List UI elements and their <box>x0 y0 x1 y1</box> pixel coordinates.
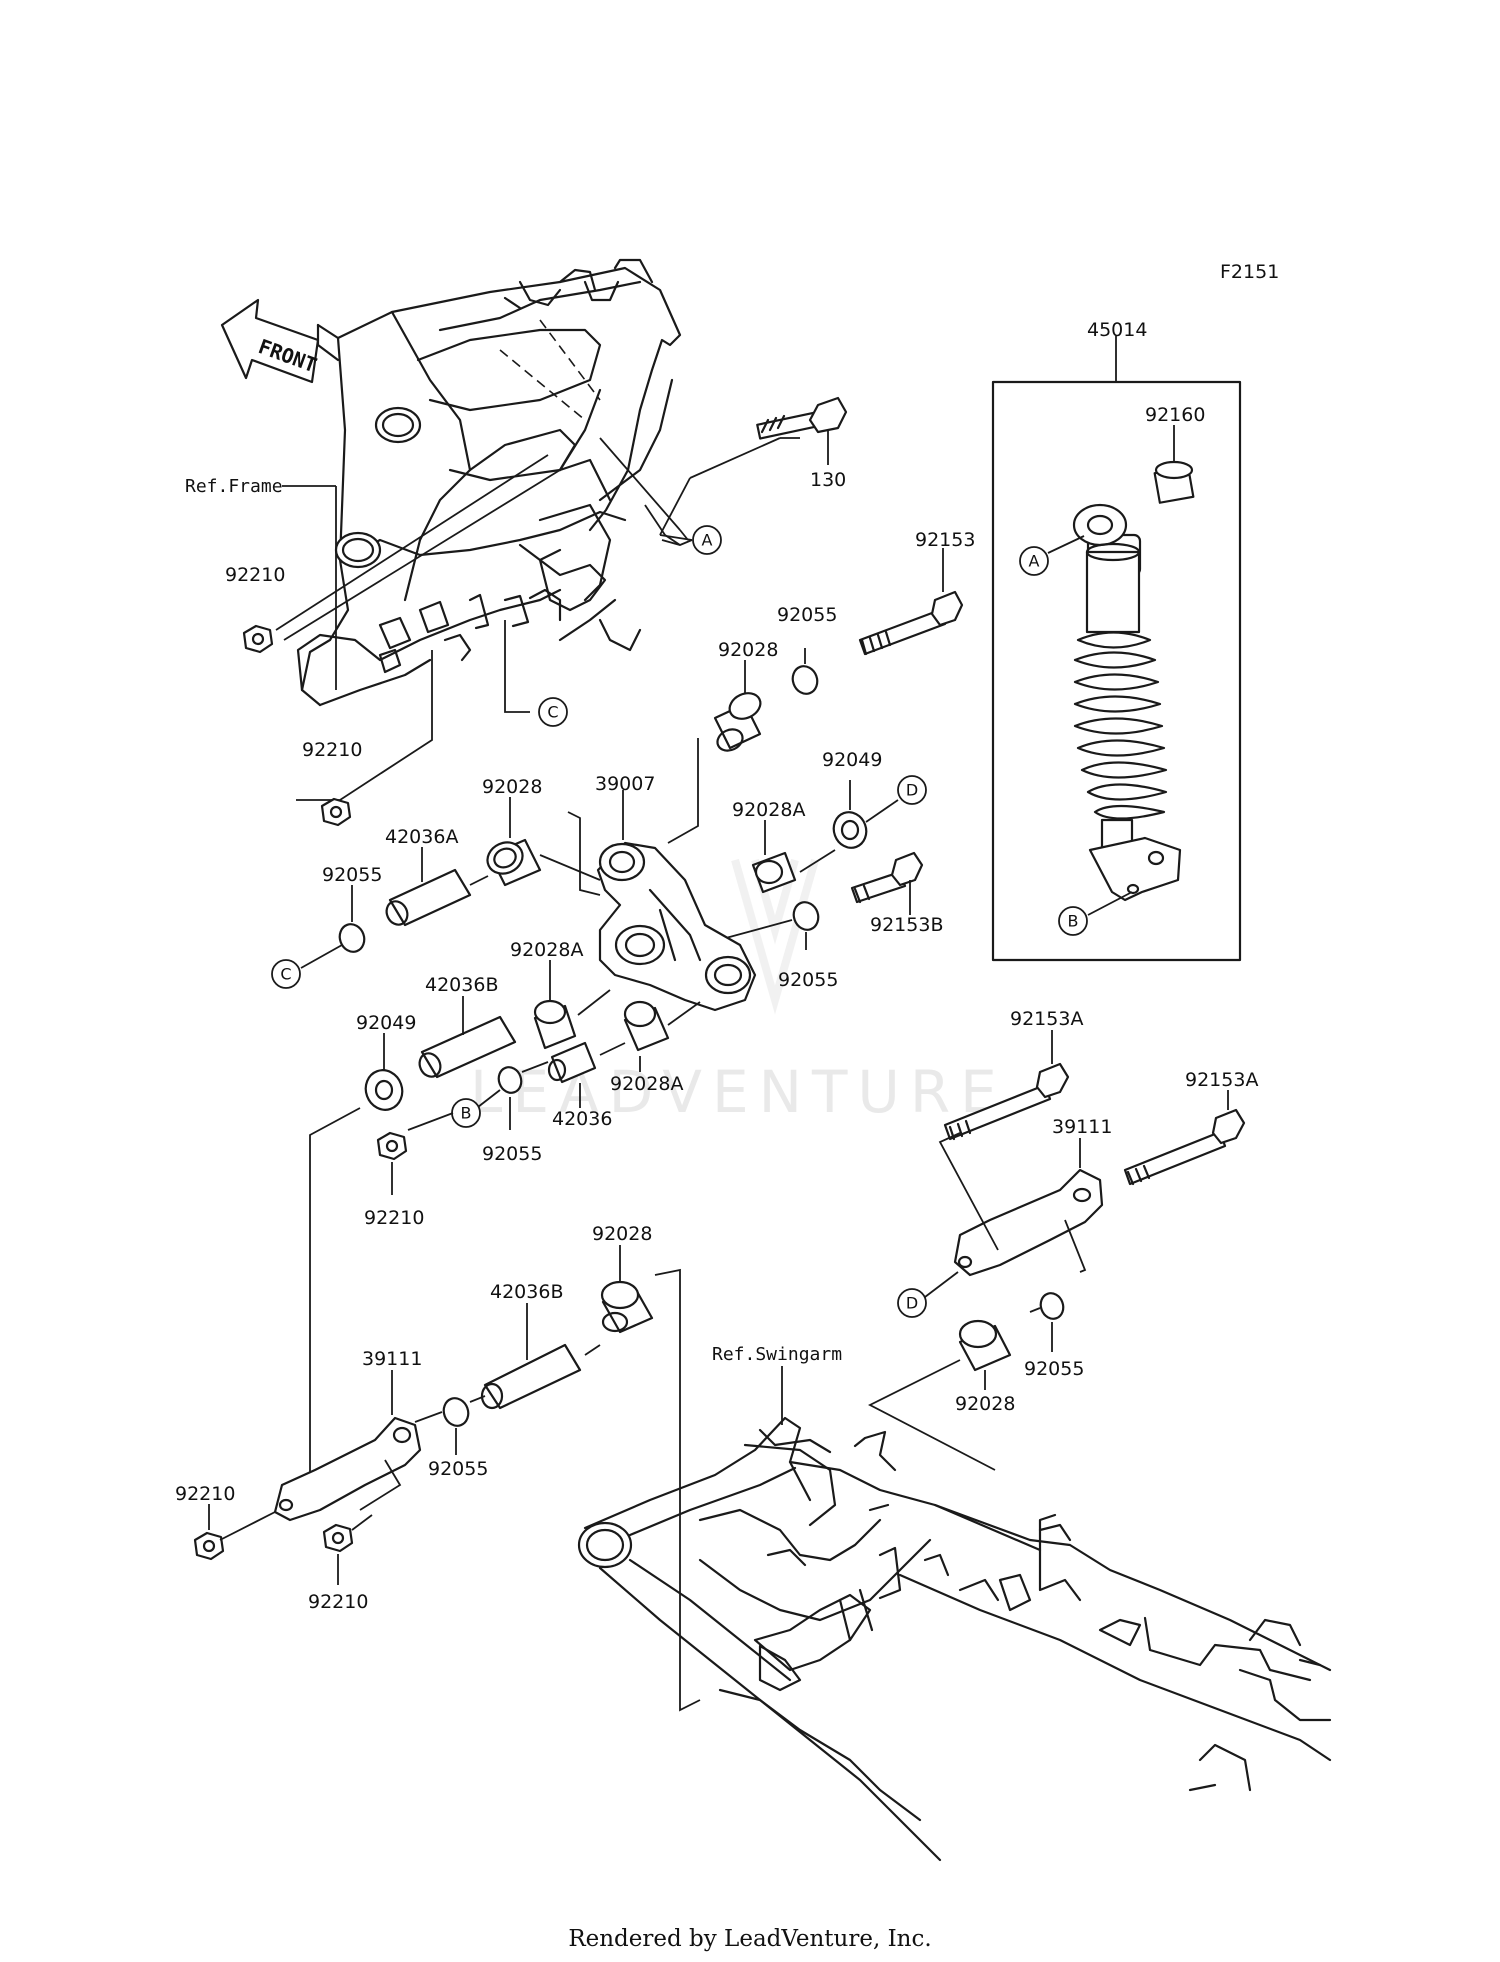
label-92153A-b: 92153A <box>1185 1069 1258 1091</box>
label-92055-a: 92055 <box>777 604 837 626</box>
nut-92210-mid <box>320 797 352 827</box>
rocker-arm-39007 <box>596 841 757 1012</box>
label-92210-c: 92210 <box>364 1207 424 1229</box>
label-45014: 45014 <box>1087 319 1147 341</box>
swingarm-illustration <box>577 1416 1332 1862</box>
label-92055-c: 92055 <box>778 969 838 991</box>
collar-42036 <box>547 1041 597 1084</box>
svg-text:A: A <box>702 531 713 550</box>
bolt-130 <box>756 396 848 440</box>
bushing-92028-lower <box>600 1280 654 1334</box>
bolt-92153A-b <box>1123 1108 1246 1186</box>
label-92028A-b: 92028A <box>510 939 583 961</box>
nut-92210-lower <box>376 1131 408 1161</box>
frame-illustration <box>296 258 682 707</box>
label-39111-a: 39111 <box>1052 1116 1112 1138</box>
label-130: 130 <box>810 469 846 491</box>
label-39111-b: 39111 <box>362 1348 422 1370</box>
shock-absorber <box>1072 503 1182 902</box>
svg-text:A: A <box>1029 552 1040 571</box>
label-39007: 39007 <box>595 773 655 795</box>
oring-92055-center <box>497 1066 523 1094</box>
oring-92055-left <box>338 923 366 953</box>
collar-42036B-mid <box>418 1015 517 1079</box>
oring-92055-upper <box>791 665 819 695</box>
label-92028-c: 92028 <box>592 1223 652 1245</box>
bushing-92028A-lower <box>623 1000 670 1052</box>
label-92153A-a: 92153A <box>1010 1008 1083 1030</box>
label-ref-swingarm: Ref.Swingarm <box>712 1344 842 1365</box>
callout-c-frame: C <box>538 697 568 727</box>
svg-text:C: C <box>547 703 558 722</box>
collar-42036A <box>385 868 472 927</box>
link-39111-right <box>953 1168 1104 1277</box>
label-92028-b: 92028 <box>482 776 542 798</box>
label-92055-e: 92055 <box>428 1458 488 1480</box>
bushing-92028A-center <box>533 999 577 1050</box>
label-92055-f: 92055 <box>1024 1358 1084 1380</box>
bushing-92028-upper <box>713 692 762 752</box>
bushing-92160 <box>1153 460 1195 504</box>
link-39111-lower <box>273 1416 422 1522</box>
bushing-92028-rightlower <box>958 1319 1012 1372</box>
label-92049-a: 92049 <box>822 749 882 771</box>
frame-leaders <box>275 437 800 801</box>
label-92210-a: 92210 <box>225 564 285 586</box>
label-92153B: 92153B <box>870 914 943 936</box>
label-92210-b: 92210 <box>302 739 362 761</box>
label-42036: 42036 <box>552 1108 612 1130</box>
bolt-92153 <box>858 590 964 656</box>
nut-92210-bottomleft <box>193 1531 225 1561</box>
bolt-92153A-a <box>943 1062 1070 1141</box>
label-92028-a: 92028 <box>718 639 778 661</box>
label-92210-e: 92210 <box>308 1591 368 1613</box>
bushing-92028-mid <box>486 838 542 887</box>
label-92055-b: 92055 <box>322 864 382 886</box>
svg-text:B: B <box>461 1104 472 1123</box>
callout-b-lower: B <box>451 1098 481 1128</box>
front-arrow-icon: FRONT <box>220 298 320 384</box>
label-42036B-b: 42036B <box>490 1281 563 1303</box>
washer-92049-left <box>364 1069 404 1111</box>
collar-42036B-lower <box>480 1343 582 1410</box>
label-92153: 92153 <box>915 529 975 551</box>
label-92160: 92160 <box>1145 404 1205 426</box>
callout-d-rod: D <box>897 1288 927 1318</box>
nut-92210-top <box>242 624 274 654</box>
label-ref-frame: Ref.Frame <box>185 476 283 497</box>
callout-a-frame: A <box>692 525 722 555</box>
svg-text:C: C <box>280 965 291 984</box>
callout-b-shock: B <box>1058 906 1088 936</box>
oring-92055-lower <box>442 1397 470 1427</box>
label-92028-d: 92028 <box>955 1393 1015 1415</box>
part-labels: 130 92210 92210 45014 92160 92153 92055 … <box>175 319 1258 1613</box>
bushing-92028A-upper <box>751 851 797 894</box>
watermark: LEADVENTURE <box>470 1058 1007 1126</box>
nut-92210-bottom <box>322 1523 354 1553</box>
svg-text:D: D <box>906 781 918 800</box>
svg-text:D: D <box>906 1294 918 1313</box>
footer-credit: Rendered by LeadVenture, Inc. <box>568 1926 931 1952</box>
washer-92049-right <box>832 811 868 849</box>
svg-text:B: B <box>1068 912 1079 931</box>
label-92210-d: 92210 <box>175 1483 235 1505</box>
label-92028A-c: 92028A <box>610 1073 683 1095</box>
label-92049-b: 92049 <box>356 1012 416 1034</box>
callout-c-left: C <box>271 959 301 989</box>
oring-92055-right <box>792 901 820 931</box>
label-92055-d: 92055 <box>482 1143 542 1165</box>
diagram-code: F2151 <box>1220 261 1279 283</box>
label-42036B-a: 42036B <box>425 974 498 996</box>
label-92028A-a: 92028A <box>732 799 805 821</box>
label-42036A: 42036A <box>385 826 458 848</box>
callout-a-shock: A <box>1019 546 1049 576</box>
callout-d-right: D <box>897 775 927 805</box>
bolt-92153B <box>850 851 924 904</box>
oring-92055-rightlower <box>1039 1292 1065 1320</box>
